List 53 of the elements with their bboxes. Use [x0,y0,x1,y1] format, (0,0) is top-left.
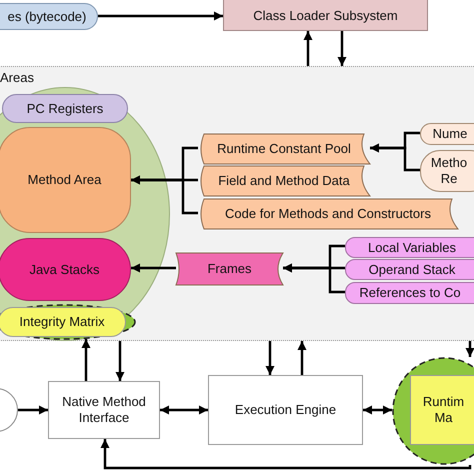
node-label: Native Method Interface [61,394,147,426]
node-label: Java Stacks [29,262,100,278]
node-label: Nume [432,126,468,142]
node-label: Runtim Ma [422,394,466,426]
arrow [18,406,48,414]
node-label: PC Registers [26,100,104,116]
rounded-box [345,282,474,304]
process-box [223,0,428,31]
arrow [370,144,420,172]
node-label: es (bytecode) [8,8,86,24]
rounded-box [345,259,474,280]
highlighted-box [392,357,474,465]
arrow [100,439,472,470]
rounded-box [0,238,131,301]
arrow [160,406,208,414]
process-box [208,375,363,445]
arrow [266,341,274,375]
arrow [131,176,198,214]
node-label: Class Loader Subsystem [253,8,398,24]
node-label: Metho Re [430,155,468,187]
rounded-box [0,3,98,30]
node-label: Method Area [28,172,102,188]
process-box [48,381,160,439]
node-label: Operand Stack [368,262,456,278]
rounded-box [0,127,131,233]
arrow [82,339,90,381]
node-label: Frames [207,261,252,277]
rounded-box [345,237,474,258]
arrow [304,31,312,66]
arrow [363,406,392,414]
banner-shape [198,199,458,229]
node-label: Integrity Matrix [19,314,105,330]
arrow [283,264,345,294]
node-label: Code for Methods and Constructors [225,206,431,222]
panel-title: Areas [0,70,34,85]
banner-shape [198,134,370,164]
arrow [98,12,223,20]
banner-shape [198,166,370,196]
node-label: Runtime Constant Pool [217,141,351,157]
rounded-box [2,94,128,123]
rounded-box [420,150,474,192]
node-label: Local Variables [368,240,456,256]
arrow [466,341,474,357]
rounded-box [420,123,474,145]
node-label: Field and Method Data [218,173,350,189]
arrow [338,31,346,66]
node-label: Execution Engine [234,402,336,418]
node-label: References to Co [359,285,461,301]
banner-shape [176,253,283,285]
arrow [298,341,306,375]
area-panel [0,66,474,341]
highlighted-rounded-box [0,304,136,340]
arrow [116,341,124,381]
